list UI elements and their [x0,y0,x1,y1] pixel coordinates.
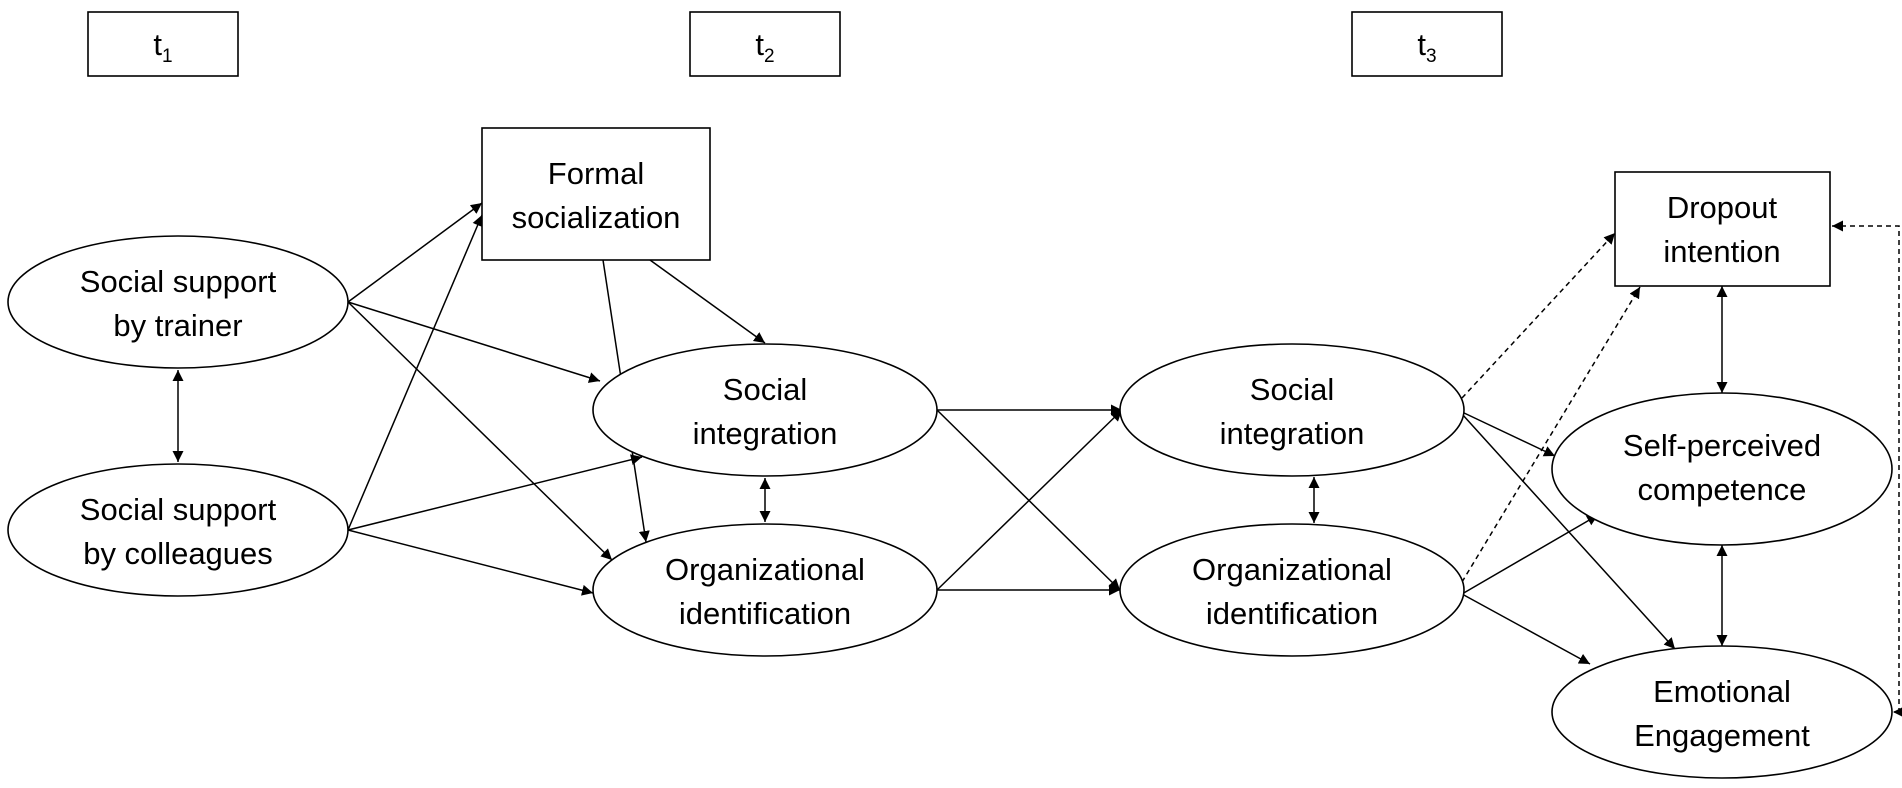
node-label-line-1: Social support [80,492,277,527]
node-label-line-1: Social [723,372,807,407]
time-point-t3: t3 [1351,11,1503,77]
node-dropout-intention: Dropout intention [1614,171,1831,287]
svg-text:t3: t3 [1417,27,1436,67]
node-label-line-2: intention [1663,234,1780,269]
node-label-line-2: identification [679,596,851,631]
edges-layer [172,202,1902,718]
node-label-line-2: Engagement [1634,718,1810,753]
node-social-integration-t2: Social integration [592,343,938,477]
edge-org-identification-t3-to-dropout-intention [1461,286,1641,583]
node-label-line-1: Dropout [1667,190,1778,225]
svg-text:t2: t2 [755,27,774,67]
time-point-t2: t2 [689,11,841,77]
node-label-line-1: Organizational [665,552,865,587]
time-point-subscript: 2 [764,46,775,67]
edge-org-identification-t3-to-self-competence [1461,514,1599,595]
time-point-t1: t1 [87,11,239,77]
node-self-competence: Self-perceived competence [1551,392,1893,546]
edge-support-trainer-to-org-identification-t2 [347,301,613,561]
node-label-line-2: by trainer [113,308,242,343]
node-label-line-1: Self-perceived [1623,428,1821,463]
node-label-line-1: Formal [548,156,644,191]
node-label-line-2: competence [1638,472,1807,507]
edge-formal-socialization-to-social-integration-t2 [649,259,766,344]
edge-support-colleagues-to-social-integration-t2 [347,454,643,531]
node-label-line-2: integration [1220,416,1365,451]
node-emotional-engagement: Emotional Engagement [1551,645,1893,779]
edge-dropout-intention-to-emotional-engagement [1832,220,1900,712]
node-social-integration-t3: Social integration [1119,343,1465,477]
edge-social-integration-t3-to-self-competence [1461,411,1556,457]
node-label-line-1: Emotional [1653,674,1791,709]
node-support-colleagues: Social support by colleagues [7,463,349,597]
edge-support-trainer-to-formal-socialization [347,202,483,303]
time-point-base: t [755,27,764,62]
node-formal-socialization: Formal socialization [481,127,711,261]
time-point-base: t [1417,27,1426,62]
edge-support-colleagues-to-formal-socialization [347,214,483,531]
edge-support-trainer-to-social-integration-t2 [347,301,601,383]
edge-org-identification-t2-to-social-integration-t3 [936,409,1123,591]
node-label-line-2: socialization [512,200,681,235]
edge-support-colleagues-to-org-identification-t2 [347,529,594,596]
node-label-line-2: identification [1206,596,1378,631]
edge-org-identification-t3-to-emotional-engagement [1461,593,1591,665]
time-point-subscript: 1 [162,46,173,67]
node-label-line-1: Social [1250,372,1334,407]
time-point-base: t [153,27,162,62]
edge-social-integration-t3-to-dropout-intention [1461,232,1616,399]
node-label-line-2: integration [693,416,838,451]
svg-text:t1: t1 [153,27,172,67]
node-label-line-1: Organizational [1192,552,1392,587]
node-label-line-1: Social support [80,264,277,299]
time-point-subscript: 3 [1426,46,1437,67]
node-org-identification-t2: Organizational identification [592,523,938,657]
node-org-identification-t3: Organizational identification [1119,523,1465,657]
node-support-trainer: Social support by trainer [7,235,349,369]
node-label-line-2: by colleagues [83,536,273,571]
